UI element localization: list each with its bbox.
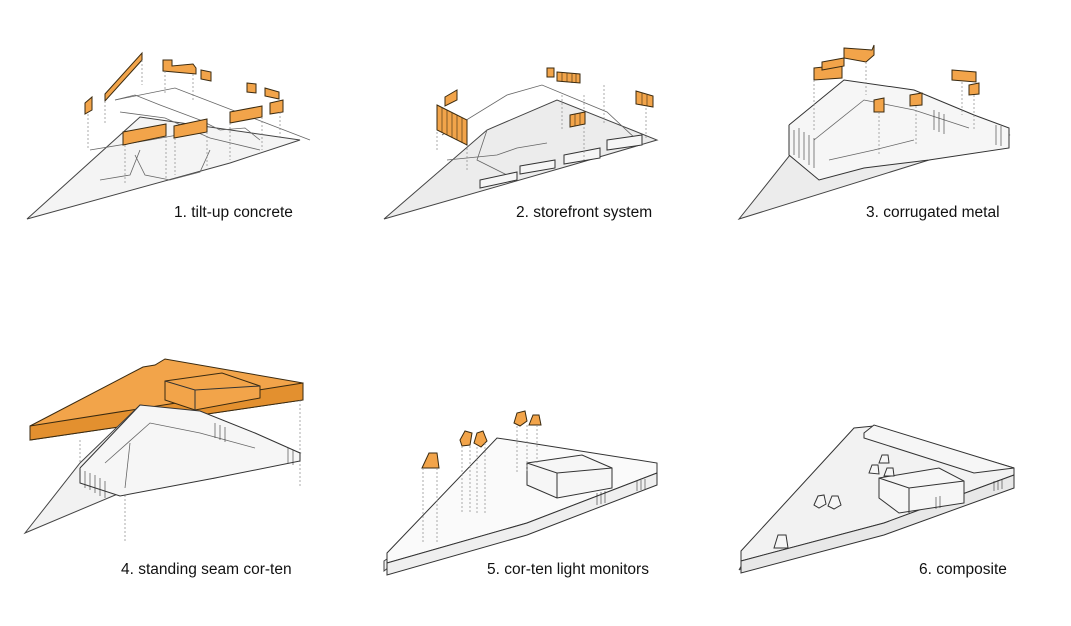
tilt-up-panel	[246, 82, 257, 94]
light-monitor	[473, 430, 488, 448]
light-monitor	[883, 467, 895, 477]
light-monitor	[773, 534, 789, 549]
tilt-up-panel	[264, 87, 280, 100]
diagram-panel-tilt-up-concrete: 1. tilt-up concrete	[0, 0, 357, 313]
light-monitor	[513, 410, 528, 427]
corrugated-panel	[873, 97, 885, 113]
light-monitor	[827, 495, 842, 510]
panel-caption: 2. storefront system	[516, 204, 653, 221]
exploded-axon-cor-ten-light-monitors	[383, 410, 658, 576]
diagram-panel-corrugated-metal: 3. corrugated metal	[714, 0, 1071, 313]
exploded-axon-standing-seam-cor-ten	[23, 358, 304, 543]
storefront-panel	[444, 89, 458, 107]
storefront-panel	[556, 71, 581, 84]
storefront-panel	[635, 90, 654, 108]
corrugated-panel	[968, 82, 980, 96]
exploded-axon-composite	[738, 424, 1015, 574]
light-monitor	[421, 452, 440, 469]
panel-caption: 5. cor-ten light monitors	[487, 561, 649, 578]
corrugated-panel	[909, 92, 923, 107]
storefront-panel	[569, 111, 586, 128]
light-monitor	[813, 494, 827, 509]
panel-caption: 4. standing seam cor-ten	[121, 561, 292, 578]
tilt-up-panel	[84, 95, 93, 115]
tilt-up-panel	[200, 69, 212, 82]
tilt-up-panel	[104, 51, 143, 103]
panel-caption: 3. corrugated metal	[866, 204, 1000, 221]
light-monitor	[878, 454, 890, 464]
panel-caption: 6. composite	[919, 561, 1007, 578]
diagram-panel-storefront-system: 2. storefront system	[357, 0, 714, 313]
exploded-axon-corrugated-metal	[737, 44, 1011, 220]
light-monitor	[868, 464, 880, 475]
corrugated-panel	[821, 57, 845, 71]
corrugated-panel	[951, 69, 977, 83]
diagram-panel-cor-ten-light-monitors: 5. cor-ten light monitors	[357, 313, 714, 626]
exploded-axon-storefront-system	[383, 67, 659, 220]
roof-monitor	[164, 372, 261, 411]
storefront-panel	[546, 67, 555, 78]
exploded-axon-tilt-up-concrete	[26, 51, 311, 220]
light-monitor	[459, 430, 473, 447]
corrugated-panel	[843, 44, 875, 63]
diagram-panel-composite: 6. composite	[714, 313, 1071, 626]
diagram-panel-standing-seam-cor-ten: 4. standing seam cor-ten	[0, 313, 357, 626]
tilt-up-panel	[269, 99, 284, 115]
light-monitor	[528, 414, 542, 426]
tilt-up-panel	[162, 59, 197, 75]
panel-caption: 1. tilt-up concrete	[174, 204, 293, 221]
tilt-up-panel	[229, 105, 263, 124]
